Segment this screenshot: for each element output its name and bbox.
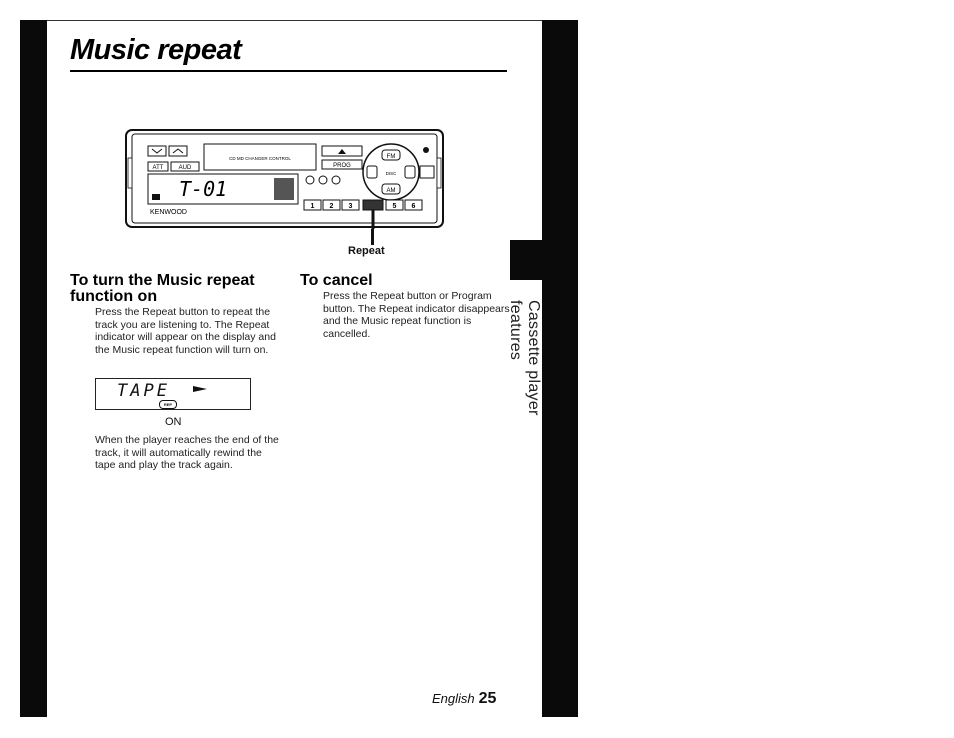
preset-5-label: 5 bbox=[393, 203, 397, 210]
display-text: TAPE bbox=[117, 381, 170, 401]
aud-button-label: AUD bbox=[179, 165, 192, 171]
preset-1-label: 1 bbox=[311, 203, 315, 210]
section-turn-on-note: When the player reaches the end of the t… bbox=[95, 434, 279, 471]
section-tab-marker bbox=[510, 240, 543, 280]
brand-logo-text: KENWOOD bbox=[150, 209, 187, 216]
play-arrow-icon bbox=[193, 386, 207, 392]
svg-text:T-01: T-01 bbox=[179, 177, 227, 201]
side-tab-label: Cassette player features bbox=[507, 300, 542, 416]
section-heading-cancel: To cancel bbox=[300, 272, 373, 289]
page-number: 25 bbox=[478, 690, 497, 707]
footer-language: English bbox=[432, 691, 475, 706]
disc-label: DISC bbox=[386, 171, 398, 176]
section-cancel-description: The Repeat indicator disappears and the … bbox=[323, 302, 510, 340]
am-button-label: AM bbox=[387, 188, 396, 194]
right-scan-border bbox=[542, 20, 578, 717]
display-caption: ON bbox=[165, 416, 182, 428]
section-turn-on-text: Press the Repeat button to repeat the tr… bbox=[95, 306, 285, 356]
title-underline bbox=[70, 70, 507, 72]
section-heading-turn-on: To turn the Music repeat function on bbox=[70, 272, 255, 305]
preset-2-label: 2 bbox=[330, 203, 334, 210]
section-turn-on-description: The Repeat indicator will appear on the … bbox=[95, 318, 276, 356]
callout-line bbox=[371, 229, 374, 245]
page-top-edge bbox=[47, 20, 542, 21]
repeat-callout-label: Repeat bbox=[348, 245, 385, 257]
section-turn-on-instruction: Press the Repeat button to repeat the tr… bbox=[95, 306, 271, 331]
prog-button-label: PROG bbox=[333, 163, 351, 169]
panel-text: CD MD CHANGER CONTROL bbox=[229, 156, 291, 161]
preset-6-label: 6 bbox=[412, 203, 416, 210]
left-scan-border bbox=[20, 20, 47, 717]
page-title: Music repeat bbox=[70, 34, 242, 66]
section-cancel-instruction: Press the Repeat button or Program butto… bbox=[323, 290, 492, 315]
rep-indicator: REP bbox=[159, 400, 177, 409]
fm-button-label: FM bbox=[387, 154, 396, 160]
section-cancel-text: Press the Repeat button or Program butto… bbox=[323, 290, 513, 340]
att-button-label: ATT bbox=[153, 165, 164, 171]
display-illustration: TAPE REP bbox=[95, 378, 251, 410]
car-stereo-illustration: ATT AUD CD MD CHANGER CONTROL T-01 PROG … bbox=[125, 129, 444, 229]
preset-3-label: 3 bbox=[349, 203, 353, 210]
